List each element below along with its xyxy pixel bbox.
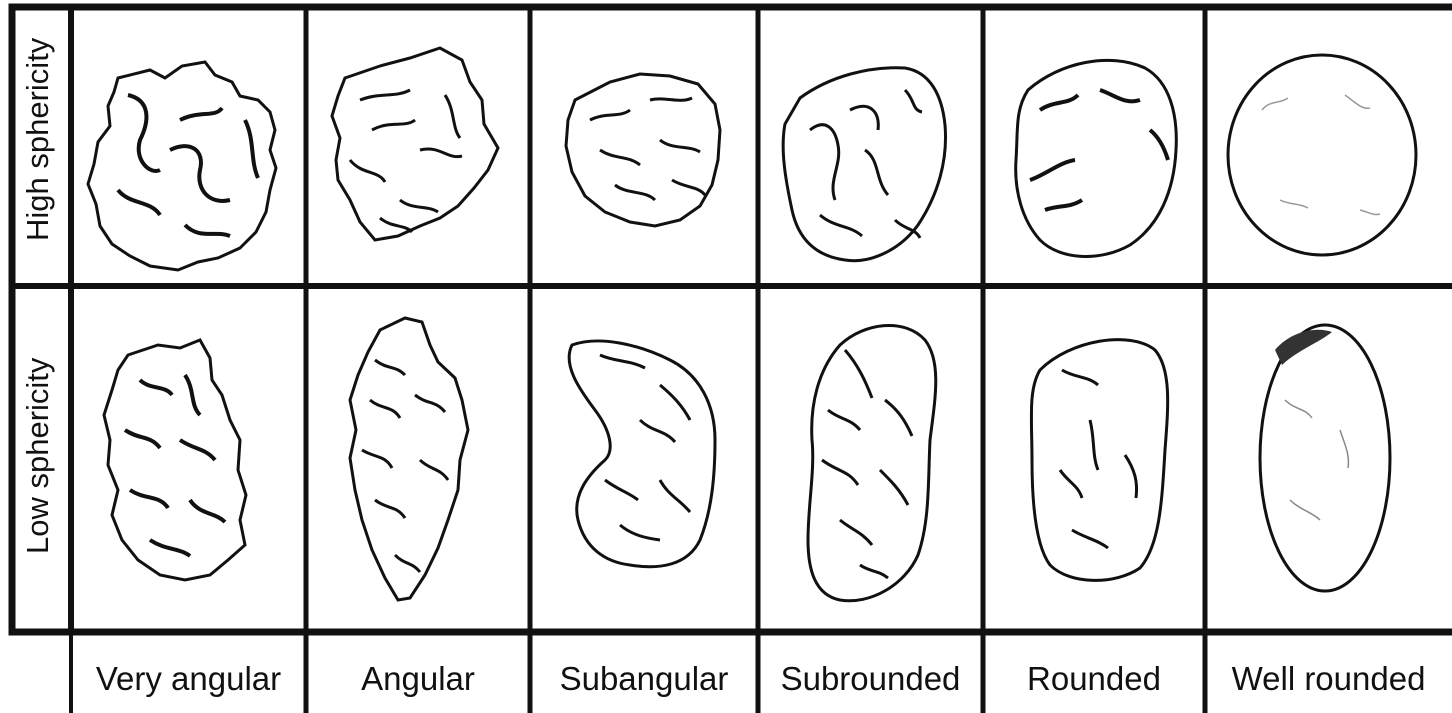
column-label-well-rounded: Well rounded — [1205, 660, 1452, 698]
subrounded-high-sphericity-grain — [783, 68, 945, 261]
angular-high-sphericity-grain — [332, 48, 498, 240]
rounded-low-sphericity-grain — [1031, 340, 1167, 581]
very-angular-high-sphericity-grain — [88, 62, 276, 270]
column-label-subrounded: Subrounded — [758, 660, 983, 698]
subangular-low-sphericity-grain — [569, 341, 715, 567]
angular-low-sphericity-grain — [350, 318, 468, 600]
rounded-high-sphericity-grain — [1016, 60, 1177, 256]
well-rounded-high-sphericity-grain — [1228, 55, 1416, 255]
column-label-very-angular: Very angular — [71, 660, 306, 698]
column-label-angular: Angular — [306, 660, 530, 698]
very-angular-low-sphericity-grain — [104, 340, 246, 580]
row-label-low-sphericity: Low sphericity — [20, 364, 56, 554]
row-label-high-sphericity: High sphericity — [20, 51, 56, 241]
column-label-rounded: Rounded — [983, 660, 1205, 698]
subangular-high-sphericity-grain — [566, 74, 720, 226]
column-label-subangular: Subangular — [530, 660, 758, 698]
well-rounded-low-sphericity-grain — [1260, 325, 1390, 591]
subrounded-low-sphericity-grain — [808, 325, 936, 600]
